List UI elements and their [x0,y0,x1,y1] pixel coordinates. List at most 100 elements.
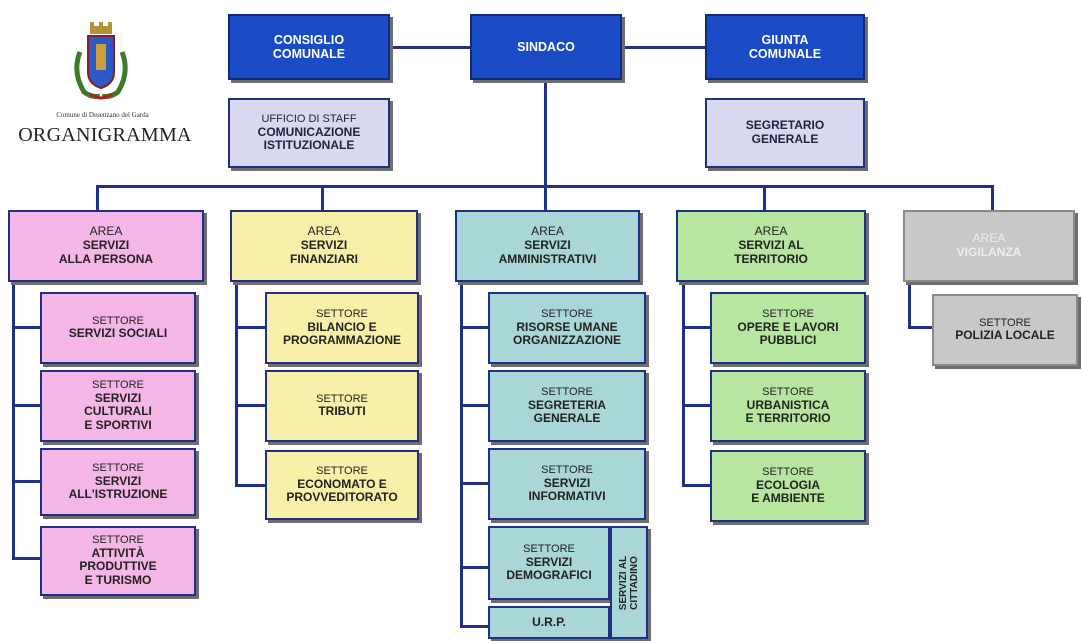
area-label: AREA [531,224,564,239]
settore-economato-provveditorato[interactable]: SETTORE ECONOMATO E PROVVEDITORATO [265,450,419,520]
finanziari-tick-3 [235,484,265,487]
settore-name-line-1: SEGRETERIA [527,397,606,412]
consiglio-line-1: CONSIGLIO [273,32,345,47]
servizi-al-cittadino-label: SERVIZI AL CITTADINO [618,555,641,610]
area-servizi-amministrativi[interactable]: AREA SERVIZI AMMINISTRATIVI [455,210,640,282]
area-name-line-1: SERVIZI AL [738,238,804,253]
settore-label: SETTORE [316,307,368,320]
settore-name-line-1: SERVIZI [525,554,573,569]
settore-servizi-sociali[interactable]: SETTORE SERVIZI SOCIALI [40,292,196,364]
territorio-tick-3 [682,484,710,487]
sindaco-down-connector [544,80,547,187]
sindaco-box[interactable]: SINDACO [470,14,622,80]
settore-tributi[interactable]: SETTORE TRIBUTI [265,370,419,442]
urp-label: U.R.P. [532,614,566,629]
giunta-comunale-box[interactable]: GIUNTA COMUNALE [705,14,865,80]
amministrativi-tick-5 [460,625,488,628]
settore-opere-lavori-pubblici[interactable]: SETTORE OPERE E LAVORI PUBBLICI [710,292,866,364]
territorio-branch-line [682,282,685,487]
settore-name-line-1: ATTIVITÀ [91,545,145,560]
area-name-line-1: VIGILANZA [956,245,1022,259]
persona-tick-2 [12,404,40,407]
territorio-tick-2 [682,404,710,407]
settore-name-line-2: DEMOGRAFICI [506,568,592,583]
settore-label: SETTORE [92,533,144,546]
segretario-line-1: SEGRETARIO [745,118,825,133]
area-label: AREA [89,224,123,239]
giunta-line-2: COMUNALE [748,47,822,61]
segretario-generale-box[interactable]: SEGRETARIO GENERALE [705,98,865,168]
settore-label: SETTORE [762,465,814,478]
settore-urbanistica-territorio[interactable]: SETTORE URBANISTICA E TERRITORIO [710,370,866,442]
amministrativi-tick-2 [460,404,488,407]
settore-servizi-culturali[interactable]: SETTORE SERVIZI CULTURALI E SPORTIVI [40,370,196,442]
area-name-line-1: SERVIZI [300,238,348,253]
amministrativi-tick-4 [460,566,488,569]
settore-servizi-informativi[interactable]: SETTORE SERVIZI INFORMATIVI [488,448,646,520]
settore-label: SETTORE [762,307,814,320]
segretario-line-2: GENERALE [751,132,819,146]
territorio-tick-1 [682,326,710,329]
settore-segreteria-generale[interactable]: SETTORE SEGRETERIA GENERALE [488,370,646,442]
settore-name-line-2: PROVVEDITORATO [286,490,398,505]
settore-label: SETTORE [541,385,593,398]
settore-name-line-1: RISORSE UMANE [516,319,618,334]
finanziari-branch-line [235,282,238,487]
settore-label: SETTORE [316,392,368,405]
settore-label: SETTORE [316,464,368,477]
settore-risorse-umane[interactable]: SETTORE RISORSE UMANE ORGANIZZAZIONE [488,292,646,364]
area-servizi-persona[interactable]: AREA SERVIZI ALLA PERSONA [8,210,204,282]
area-name-line-1: SERVIZI [524,238,571,253]
urp-box[interactable]: U.R.P. [488,606,610,639]
settore-bilancio-programmazione[interactable]: SETTORE BILANCIO E PROGRAMMAZIONE [265,292,419,364]
settore-name-line-1: POLIZIA LOCALE [955,328,1055,343]
area-vigilanza[interactable]: AREA VIGILANZA [903,210,1075,282]
settore-ecologia-ambiente[interactable]: SETTORE ECOLOGIA E AMBIENTE [710,450,866,522]
sindaco-label: SINDACO [517,39,575,54]
settore-name-line-1: TRIBUTI [318,404,366,419]
finanziari-tick-1 [235,326,265,329]
settore-name-line-2: ALL'ISTRUZIONE [68,487,168,502]
vigilanza-branch-line [908,282,911,328]
settore-name-line-2: PROGRAMMAZIONE [283,333,401,348]
settore-name-line-1: ECONOMATO E [297,476,387,491]
area-servizi-territorio[interactable]: AREA SERVIZI AL TERRITORIO [676,210,866,282]
settore-polizia-locale[interactable]: SETTORE POLIZIA LOCALE [932,294,1078,366]
ufficio-staff-box[interactable]: UFFICIO DI STAFF COMUNICAZIONE ISTITUZIO… [228,98,390,168]
area-name-line-2: ALLA PERSONA [58,251,154,266]
settore-name-line-3: E TURISMO [84,573,152,588]
settore-name-line-2: E AMBIENTE [751,491,825,506]
settore-label: SETTORE [523,542,575,555]
consiglio-line-2: COMUNALE [272,47,346,61]
area-drop-3 [544,185,547,212]
amministrativi-tick-1 [460,326,488,329]
giunta-line-1: GIUNTA [761,32,809,47]
persona-tick-4 [12,557,40,560]
settore-servizi-istruzione[interactable]: SETTORE SERVIZI ALL'ISTRUZIONE [40,448,196,516]
area-drop-1 [96,185,99,212]
settore-name-line-2: GENERALE [533,411,601,426]
persona-branch-line [12,282,15,559]
vigilanza-tick-1 [908,326,932,329]
area-drop-4 [763,185,766,212]
settore-attivita-produttive[interactable]: SETTORE ATTIVITÀ PRODUTTIVE E TURISMO [40,526,196,596]
settore-name-line-1: SERVIZI [94,473,142,488]
area-label: AREA [754,224,788,239]
staff-label: UFFICIO DI STAFF [261,112,357,125]
area-label: AREA [307,224,341,239]
finanziari-tick-2 [235,404,265,407]
settore-label: SETTORE [92,378,144,391]
settore-name-line-1: ECOLOGIA [755,477,820,492]
area-drop-2 [321,185,324,212]
settore-label: SETTORE [541,307,593,320]
amministrativi-branch-line [460,282,463,627]
settore-name-line-3: E SPORTIVI [84,418,152,433]
municipality-name: Comune di Desenzano del Garda [56,111,149,119]
area-label: AREA [972,231,1006,246]
settore-servizi-demografici[interactable]: SETTORE SERVIZI DEMOGRAFICI [488,526,610,600]
settore-label: SETTORE [92,461,144,474]
consiglio-comunale-box[interactable]: CONSIGLIO COMUNALE [228,14,390,80]
servizi-al-cittadino-box[interactable]: SERVIZI AL CITTADINO [610,526,648,639]
settore-name-line-2: CULTURALI [84,404,152,419]
area-servizi-finanziari[interactable]: AREA SERVIZI FINANZIARI [230,210,418,282]
